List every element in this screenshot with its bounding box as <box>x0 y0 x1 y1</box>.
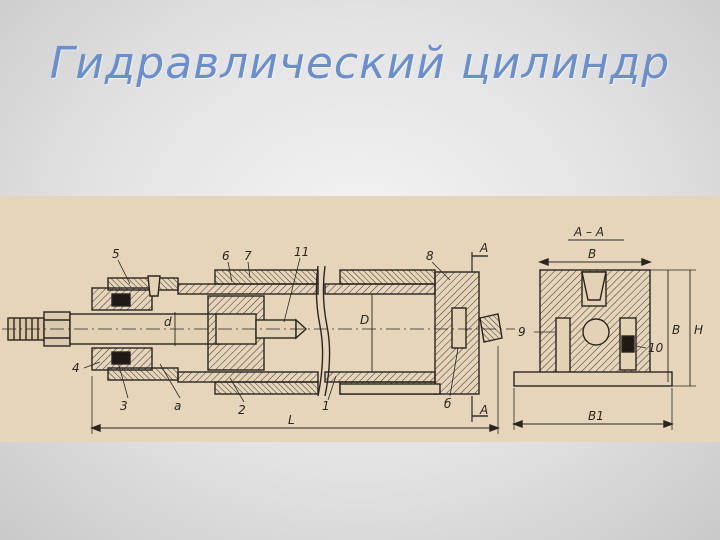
label-a: a <box>174 399 181 413</box>
label-B: B <box>588 247 596 261</box>
label-D: D <box>360 313 369 327</box>
label-5: 5 <box>112 247 120 261</box>
side-section <box>2 252 515 434</box>
label-L: L <box>288 413 295 427</box>
label-d: d <box>164 315 172 329</box>
label-9: 9 <box>518 325 526 339</box>
hydraulic-cylinder-drawing: 5 6 7 11 8 d D 4 3 a 2 L 1 б A A A – A B… <box>0 196 720 442</box>
label-1: 1 <box>322 399 330 413</box>
label-A-bottom: A <box>479 403 488 417</box>
bore-circle <box>582 318 610 346</box>
label-10: 10 <box>648 341 664 355</box>
label-3: 3 <box>120 399 128 413</box>
label-B-vertical: B <box>672 323 680 337</box>
label-4: 4 <box>72 361 80 375</box>
label-7: 7 <box>244 249 252 263</box>
barrel-wall-top <box>177 283 319 295</box>
label-b: б <box>444 397 452 411</box>
barrel-wall-bottom <box>177 371 319 383</box>
label-8: 8 <box>426 249 434 263</box>
label-section-AA: A – A <box>573 225 604 239</box>
label-2: 2 <box>238 403 246 417</box>
label-B1: B1 <box>588 409 604 423</box>
slide-title: Гидравлический цилиндр <box>49 38 671 89</box>
label-A-top: A <box>479 241 488 255</box>
technical-drawing-svg: 5 6 7 11 8 d D 4 3 a 2 L 1 б A A A – A B… <box>0 196 720 442</box>
label-6: 6 <box>222 249 230 263</box>
cross-section-a-a <box>512 239 696 430</box>
base-plate <box>513 371 673 387</box>
label-11: 11 <box>294 245 309 259</box>
label-H: H <box>694 323 703 337</box>
